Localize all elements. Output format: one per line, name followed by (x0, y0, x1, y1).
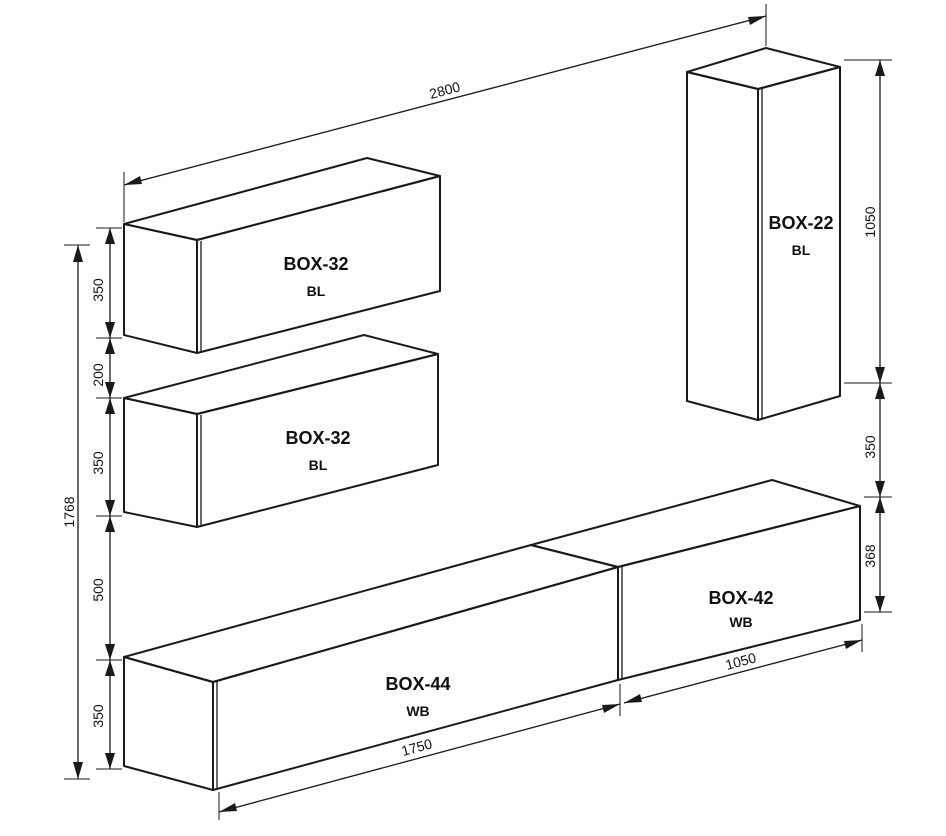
finish-label: BL (307, 283, 326, 299)
cabinet-box-22: BOX-22 BL (686, 47, 841, 421)
box-label: BOX-44 (385, 674, 450, 694)
cabinet-side-face (686, 71, 759, 421)
arrowhead (124, 176, 142, 185)
arrowhead (105, 338, 115, 354)
arrowhead (105, 500, 115, 516)
cabinet-box-44: BOX-44 WB (123, 544, 619, 791)
finish-label: WB (406, 703, 429, 719)
box-label: BOX-32 (285, 428, 350, 448)
dimension-line (123, 15, 767, 186)
arrowhead (105, 644, 115, 660)
arrowhead (875, 596, 885, 612)
arrowhead (875, 367, 885, 383)
cabinet-box-32-middle: BOX-32 BL (123, 334, 439, 528)
dimension-value: 350 (862, 435, 878, 459)
cabinet-side-face (123, 397, 198, 528)
arrowhead (105, 753, 115, 769)
dimension-box-42-width: 1050 (623, 624, 863, 704)
arrowhead (73, 762, 83, 779)
arrowhead (105, 382, 115, 398)
cabinet-front-face (196, 175, 441, 354)
arrowhead (219, 803, 237, 812)
arrowhead (105, 322, 115, 338)
cabinet-top-face (686, 47, 841, 90)
arrowhead (875, 481, 885, 497)
dimension-value: 350 (90, 451, 106, 475)
cabinet-front-face (196, 353, 439, 528)
dimension-value: 1050 (724, 649, 758, 673)
box-label: BOX-32 (283, 254, 348, 274)
arrowhead (73, 245, 83, 262)
dimension-value: 2800 (428, 78, 462, 101)
cabinet-box-42: BOX-42 WB (530, 479, 861, 681)
box-label: BOX-42 (708, 588, 773, 608)
box-label: BOX-22 (768, 213, 833, 233)
arrowhead (602, 704, 620, 713)
dimension-value: 1768 (61, 496, 77, 527)
dimension-value: 500 (90, 578, 106, 602)
dimension-left-column: 350 200 350 500 350 (90, 227, 122, 770)
cabinet-front-face (757, 66, 841, 421)
dimension-line (623, 639, 863, 704)
arrowhead (844, 640, 862, 649)
dimension-value: 368 (862, 544, 878, 568)
cabinet-top-face (530, 479, 861, 568)
dimension-total-width: 2800 (123, 4, 767, 222)
cabinet-top-face (123, 157, 441, 241)
arrowhead (875, 60, 885, 76)
cabinet-box-32-top: BOX-32 BL (123, 157, 441, 354)
dimension-value: 350 (90, 704, 106, 728)
dimension-value: 200 (90, 363, 106, 387)
dimension-total-height: 1768 (61, 244, 90, 780)
dimension-value: 350 (90, 278, 106, 302)
finish-label: BL (309, 457, 328, 473)
arrowhead (105, 660, 115, 676)
cabinet-front-face (617, 505, 861, 681)
finish-label: BL (792, 242, 811, 258)
cabinet-side-face (123, 223, 198, 354)
arrowhead (105, 398, 115, 414)
arrowhead (875, 497, 885, 513)
arrowhead (624, 694, 642, 703)
dimension-value: 1050 (862, 206, 878, 237)
cabinet-side-face (123, 656, 214, 791)
arrowhead (748, 16, 766, 25)
arrowhead (875, 383, 885, 399)
dimension-right-column: 1050 350 368 (844, 59, 892, 613)
cabinet-top-face (123, 544, 619, 683)
arrowhead (105, 228, 115, 244)
arrowhead (105, 516, 115, 532)
dimension-box-44-width: 1750 (218, 684, 621, 820)
dimension-line (218, 703, 621, 813)
finish-label: WB (729, 614, 752, 630)
dimension-value: 1750 (400, 735, 434, 759)
